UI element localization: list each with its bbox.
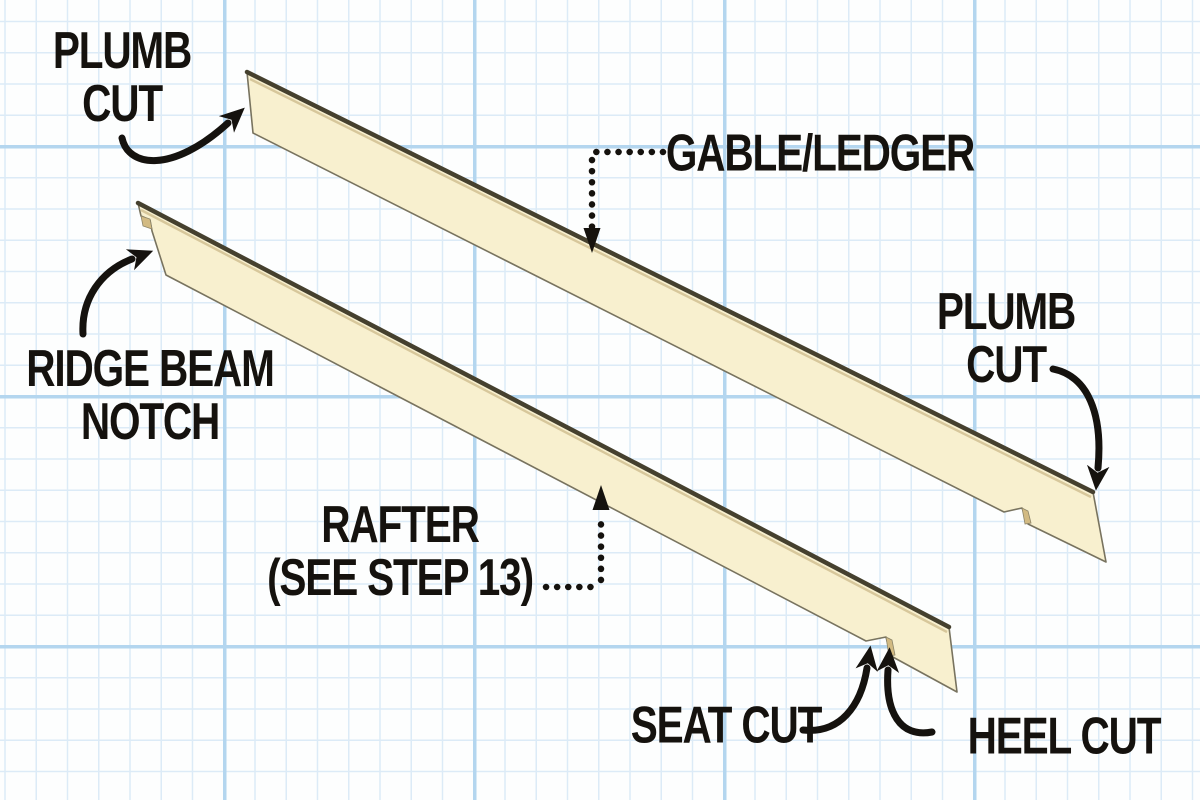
plumb-cut-right-label: PLUMB CUT bbox=[917, 286, 1094, 392]
seat-cut-label: SEAT CUT bbox=[630, 696, 823, 755]
rafter-leader-arrowhead bbox=[592, 485, 610, 510]
rafter-top-edge-highlight bbox=[140, 208, 948, 634]
plumb-cut-left-label: PLUMB CUT bbox=[33, 25, 210, 131]
plumb-cut-right-line1: PLUMB bbox=[936, 283, 1077, 341]
seat-cut-arrow bbox=[799, 645, 878, 734]
plumb-cut-right-line2: CUT bbox=[966, 336, 1047, 394]
rafter-label: RAFTER (SEE STEP 13) bbox=[230, 499, 571, 605]
heel-cut-label: HEEL CUT bbox=[967, 707, 1162, 766]
heel-cut-arrow bbox=[876, 647, 936, 737]
gable-ledger-leader-dotted bbox=[588, 148, 667, 234]
plumb-cut-right-arrow bbox=[1049, 365, 1110, 491]
plumb-cut-left-line2: CUT bbox=[82, 75, 163, 133]
ridge-beam-notch-line1: RIDGE BEAM bbox=[26, 340, 275, 398]
rafter-board bbox=[135, 200, 958, 693]
plumb-cut-left-arrow bbox=[118, 107, 245, 165]
gable-ledger-label: GABLE/LEDGER bbox=[665, 124, 975, 183]
rafter-line2: (SEE STEP 13) bbox=[267, 549, 534, 607]
rafter-top-edge bbox=[135, 200, 952, 630]
gable-top-edge bbox=[244, 69, 1096, 495]
gable-heel-cut-face bbox=[1021, 507, 1032, 525]
ridge-beam-notch-arrow bbox=[79, 249, 154, 338]
rafter-line1: RAFTER bbox=[321, 496, 480, 554]
gable-top-edge-highlight bbox=[249, 77, 1092, 499]
gable-ledger-leader-arrowhead bbox=[583, 228, 601, 253]
ridge-beam-notch-face bbox=[140, 215, 153, 230]
plumb-cut-left-line1: PLUMB bbox=[52, 22, 193, 80]
rafter-leader-dotted bbox=[542, 510, 605, 591]
gable-ledger-board bbox=[244, 69, 1107, 563]
ridge-beam-notch-label: RIDGE BEAM NOTCH bbox=[0, 343, 309, 449]
ridge-beam-notch-line2: NOTCH bbox=[80, 393, 221, 451]
